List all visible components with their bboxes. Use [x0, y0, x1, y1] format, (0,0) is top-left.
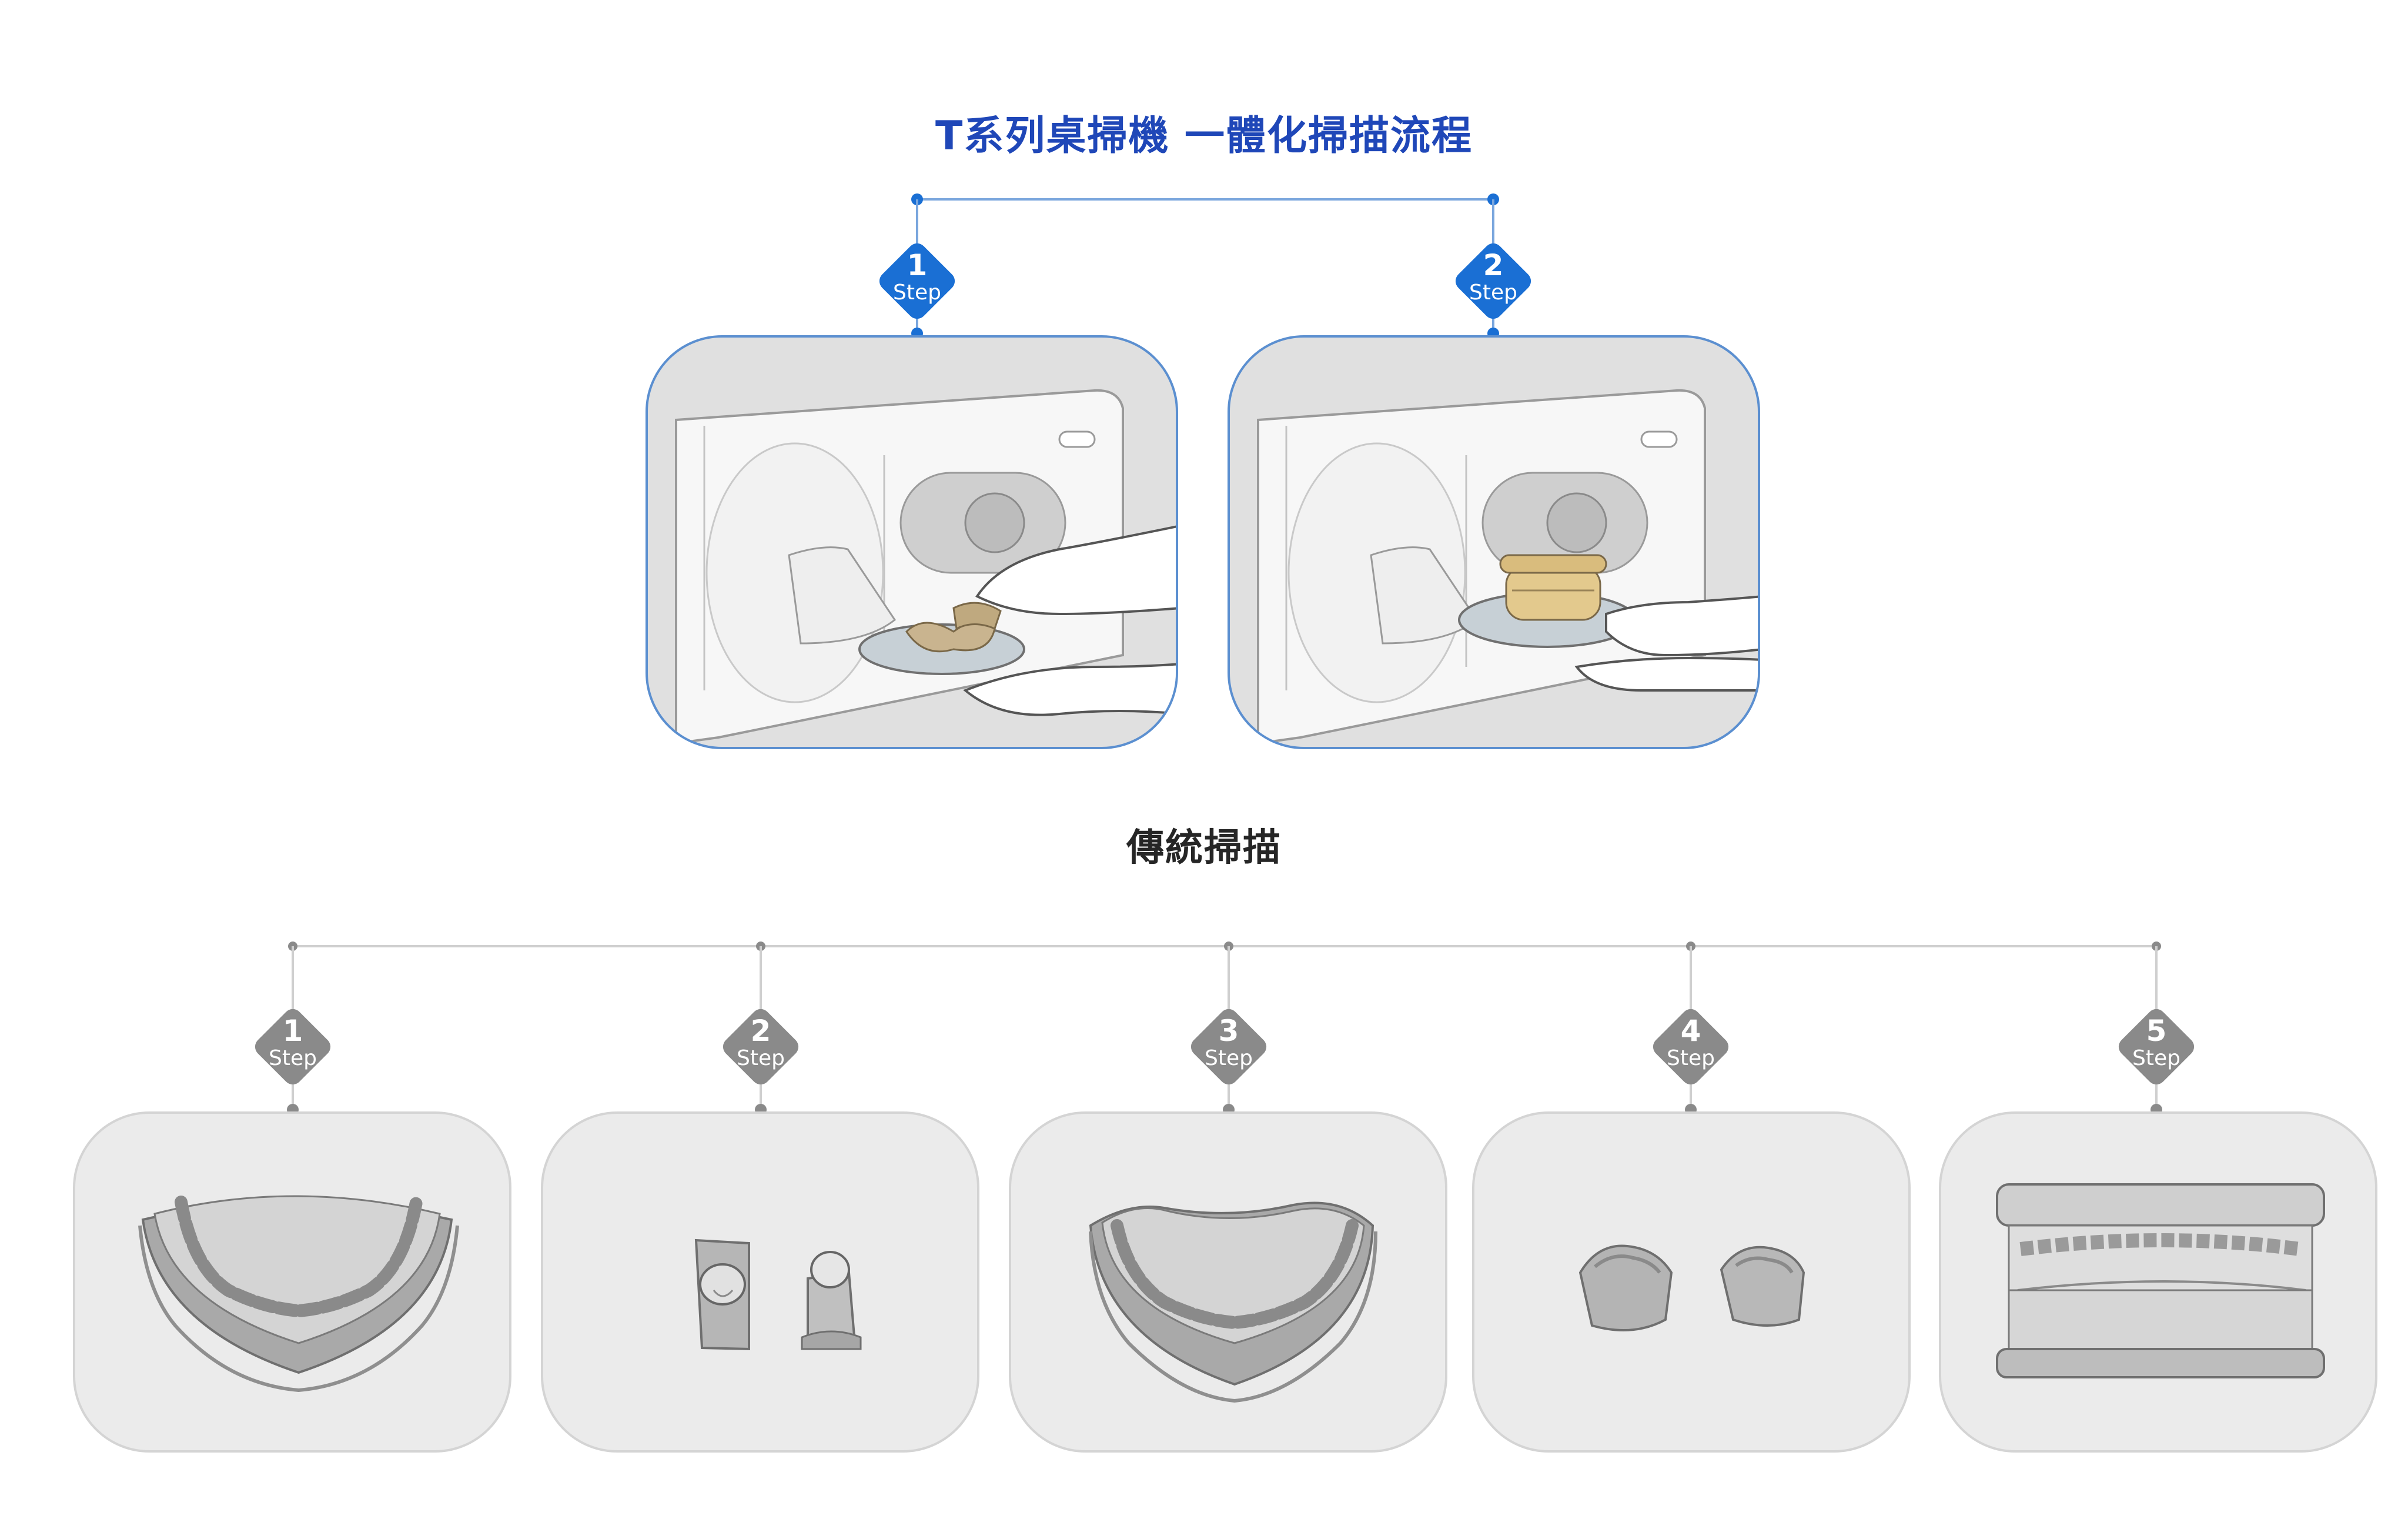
step-number: 2: [1483, 248, 1504, 282]
step-number: 5: [2146, 1014, 2167, 1048]
top-step-card-2: [1228, 335, 1760, 749]
bottom-step-badge-4: 4 Step: [1644, 1000, 1738, 1094]
top-step-badge-2: 2 Step: [1446, 234, 1540, 328]
step-number: 4: [1680, 1014, 1701, 1048]
top-step-badge-1: 1 Step: [870, 234, 964, 328]
die-pair-icon: [694, 1238, 862, 1351]
articulated-bite-model-icon: [1996, 1183, 2325, 1378]
bottom-step-badge-5: 5 Step: [2109, 1000, 2203, 1094]
hand-holding-articulated-model-on-plate-icon: [1257, 389, 1758, 745]
step-number: 1: [907, 248, 928, 282]
hands-placing-dental-model-on-plate-icon: [675, 389, 1176, 745]
step-number: 1: [282, 1014, 303, 1048]
step-label: Step: [737, 1046, 785, 1070]
step-label: Step: [269, 1046, 317, 1070]
bottom-section-title: 傳統掃描: [1126, 826, 1282, 870]
bottom-step-card-2: [541, 1111, 979, 1453]
step-label: Step: [2132, 1046, 2180, 1070]
step-label: Step: [1667, 1046, 1715, 1070]
step-label: Step: [1469, 281, 1517, 305]
bottom-step-card-1: [73, 1111, 511, 1453]
crown-pair-icon: [1578, 1244, 1805, 1331]
top-section-title: T系列桌掃機 一體化掃描流程: [935, 113, 1473, 159]
arch-model-lower-icon: [1089, 1201, 1377, 1403]
top-connector-line: [916, 198, 1494, 201]
step-number: 3: [1218, 1014, 1239, 1048]
arch-model-upper-icon: [138, 1195, 459, 1393]
bottom-step-card-5: [1939, 1111, 2377, 1453]
bottom-step-badge-2: 2 Step: [714, 1000, 808, 1094]
step-number: 2: [750, 1014, 771, 1048]
bottom-step-badge-1: 1 Step: [246, 1000, 340, 1094]
bottom-step-card-3: [1009, 1111, 1447, 1453]
step-label: Step: [1205, 1046, 1253, 1070]
top-step-card-1: [646, 335, 1178, 749]
bottom-step-card-4: [1472, 1111, 1911, 1453]
step-label: Step: [893, 281, 941, 305]
bottom-step-badge-3: 3 Step: [1182, 1000, 1276, 1094]
